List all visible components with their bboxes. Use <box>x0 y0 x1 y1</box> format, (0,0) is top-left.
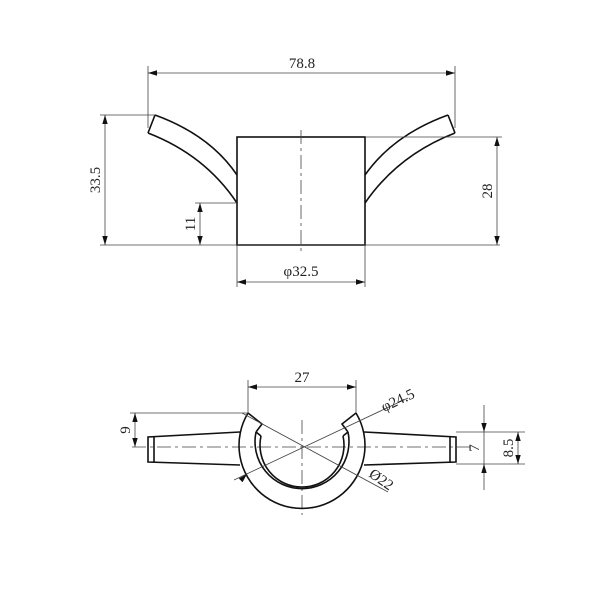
dim-arm-overall-height-label: 8.5 <box>501 439 517 458</box>
dia-line-inner <box>241 412 389 493</box>
dim-arm-root-height-label: 9 <box>118 426 134 434</box>
inner-ring-2 <box>254 431 350 490</box>
dia-line-outer <box>233 397 409 481</box>
plan-view: 27 φ24.5 Ø22 9 7 8.5 <box>118 370 525 515</box>
ring-left-end <box>247 412 264 437</box>
dia-arrow-outer-left <box>238 473 248 483</box>
left-arm <box>147 114 238 204</box>
dim-opening-width-label: 27 <box>295 370 311 386</box>
dim-arm-base-height-label: 11 <box>183 217 199 231</box>
dim-outer-diameter-label: φ24.5 <box>379 386 417 415</box>
right-arm <box>364 114 456 204</box>
dim-inner-diameter-label: Ø22 <box>366 466 396 494</box>
inner-ring <box>259 435 345 488</box>
front-view: 78.8 33.5 28 11 φ32.5 <box>88 56 502 287</box>
right-plan-arm <box>363 431 457 466</box>
dim-arm-tip-height-label: 7 <box>467 444 483 452</box>
dim-body-height-label: 28 <box>480 184 496 199</box>
ring-right-end <box>340 412 357 437</box>
dim-overall-height-label: 33.5 <box>88 167 104 193</box>
outer-ring <box>238 412 366 510</box>
left-plan-arm <box>147 431 241 466</box>
dim-overall-width-label: 78.8 <box>289 56 315 72</box>
dim-body-diameter-label: φ32.5 <box>284 264 319 280</box>
